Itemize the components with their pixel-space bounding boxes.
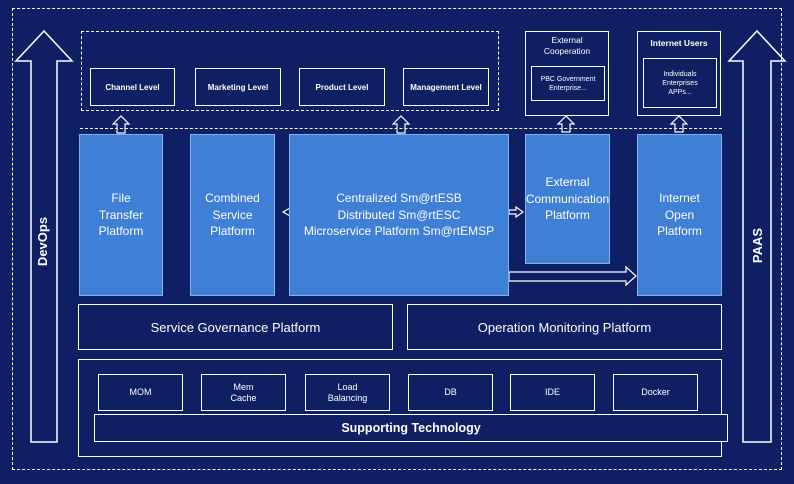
marketing-level-box: Marketing Level: [195, 68, 281, 106]
up-arrow-4: [669, 115, 689, 133]
outer-frame: [12, 8, 782, 470]
internet-inner-line-3: APPs...: [668, 88, 692, 96]
service-governance-platform: Service Governance Platform: [78, 304, 393, 350]
tech-ide: IDE: [510, 374, 595, 411]
tech-docker: Docker: [613, 374, 698, 411]
external-inner-line-2: Enterprise...: [549, 84, 587, 92]
internet-open-platform: Internet Open Platform: [637, 134, 722, 296]
tech-load-balancing: Load Balancing: [305, 374, 390, 411]
external-inner-line-1: PBC Government: [540, 75, 596, 83]
internet-users-inner: Individuals Enterprises APPs...: [643, 58, 717, 108]
dashed-separator: [80, 128, 722, 129]
paas-label: PAAS: [750, 227, 766, 264]
supporting-technology-frame: [78, 359, 722, 457]
devops-arrow: [14, 29, 74, 443]
management-level-box: Management Level: [403, 68, 489, 106]
up-arrow-3: [556, 115, 576, 133]
tech-db: DB: [408, 374, 493, 411]
product-level-box: Product Level: [299, 68, 385, 106]
internet-users-box: Internet Users Individuals Enterprises A…: [637, 31, 721, 116]
external-cooperation-title-1: External: [551, 35, 583, 45]
tech-mem-cache: Mem Cache: [201, 374, 286, 411]
external-cooperation-box: External Cooperation PBC Government Ente…: [525, 31, 609, 116]
devops-label: DevOps: [35, 216, 51, 267]
combined-service-platform: Combined Service Platform: [190, 134, 275, 296]
external-communication-platform: External Communication Platform: [525, 134, 610, 264]
channel-level-box: Channel Level: [90, 68, 175, 106]
tech-mom: MOM: [98, 374, 183, 411]
file-transfer-platform: File Transfer Platform: [79, 134, 163, 296]
internet-inner-line-1: Individuals: [663, 70, 697, 78]
arrow-to-external: [508, 205, 525, 219]
up-arrow-1: [111, 115, 131, 134]
up-arrow-2: [391, 115, 411, 134]
channel-levels-frame: [81, 31, 499, 111]
internet-users-title: Internet Users: [650, 38, 708, 48]
supporting-technology-label: Supporting Technology: [94, 414, 728, 442]
internet-inner-line-2: Enterprises: [662, 79, 698, 87]
paas-arrow: [727, 29, 787, 443]
external-cooperation-inner: PBC Government Enterprise...: [531, 66, 605, 101]
arrow-to-internet: [508, 265, 637, 287]
operation-monitoring-platform: Operation Monitoring Platform: [407, 304, 722, 350]
central-esb-platform: Centralized Sm@rtESB Distributed Sm@rtES…: [289, 134, 509, 296]
external-cooperation-title-2: Cooperation: [543, 46, 591, 56]
